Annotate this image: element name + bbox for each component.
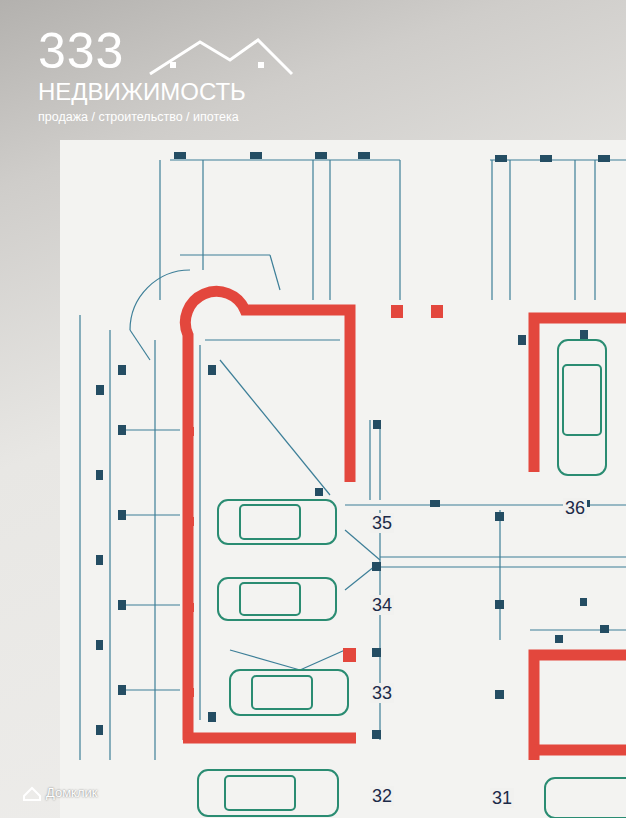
space-number: 34	[370, 595, 394, 615]
logo-number: 333	[38, 26, 124, 76]
logo-roof	[150, 40, 292, 74]
column-marks	[96, 152, 610, 739]
space-number: 31	[490, 788, 514, 808]
logo-name: НЕДВИЖИМОСТЬ	[38, 80, 246, 104]
logo-tagline: продажа / строительство / ипотека	[38, 111, 239, 124]
walls	[183, 291, 626, 760]
space-number: 36	[563, 498, 587, 518]
space-number: 33	[370, 683, 394, 703]
space-number: 32	[370, 786, 394, 806]
watermark-icon	[24, 788, 40, 800]
wall-blocks	[183, 305, 443, 697]
watermark: Домклик	[46, 786, 98, 799]
cars	[198, 340, 626, 818]
space-number: 35	[370, 513, 394, 533]
plan-sheet	[60, 140, 626, 818]
grid-lines	[80, 160, 626, 760]
